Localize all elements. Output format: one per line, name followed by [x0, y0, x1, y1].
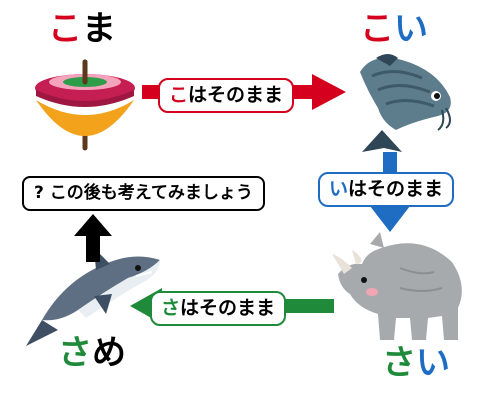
- word-same: さめ: [58, 336, 126, 370]
- label-i-kana: い: [329, 178, 349, 200]
- label-ko-kana: こ: [169, 84, 189, 106]
- shark-icon: [26, 248, 160, 346]
- rhino-icon: [332, 232, 462, 340]
- prompt-box: ? この後も考えてみましょう: [22, 176, 265, 211]
- word-sai-rest: い: [416, 343, 450, 383]
- word-koma-rest: ま: [82, 9, 116, 49]
- prompt-text: ? この後も考えてみましょう: [34, 183, 253, 203]
- label-ko-text: はそのまま: [188, 84, 284, 106]
- label-ko-stays: こはそのまま: [158, 78, 295, 113]
- spinning-top-icon: [35, 59, 135, 151]
- word-same-rest: め: [92, 333, 126, 373]
- arrow-same-to-prompt: [74, 214, 112, 262]
- word-sai: さい: [382, 346, 450, 380]
- word-same-first-kana: さ: [58, 333, 92, 373]
- label-sa-stays: さはそのまま: [150, 291, 287, 326]
- word-koi-rest: い: [394, 9, 428, 49]
- word-koma: こま: [48, 12, 116, 46]
- label-sa-kana: さ: [161, 297, 181, 319]
- label-sa-text: はそのまま: [180, 297, 276, 319]
- carp-icon: [360, 54, 451, 152]
- word-sai-first-kana: さ: [382, 343, 416, 383]
- word-koi: こい: [360, 12, 428, 46]
- label-i-text: はそのまま: [348, 178, 444, 200]
- word-koi-first-kana: こ: [360, 9, 394, 49]
- label-i-stays: いはそのまま: [318, 172, 455, 207]
- word-koma-first-kana: こ: [48, 9, 82, 49]
